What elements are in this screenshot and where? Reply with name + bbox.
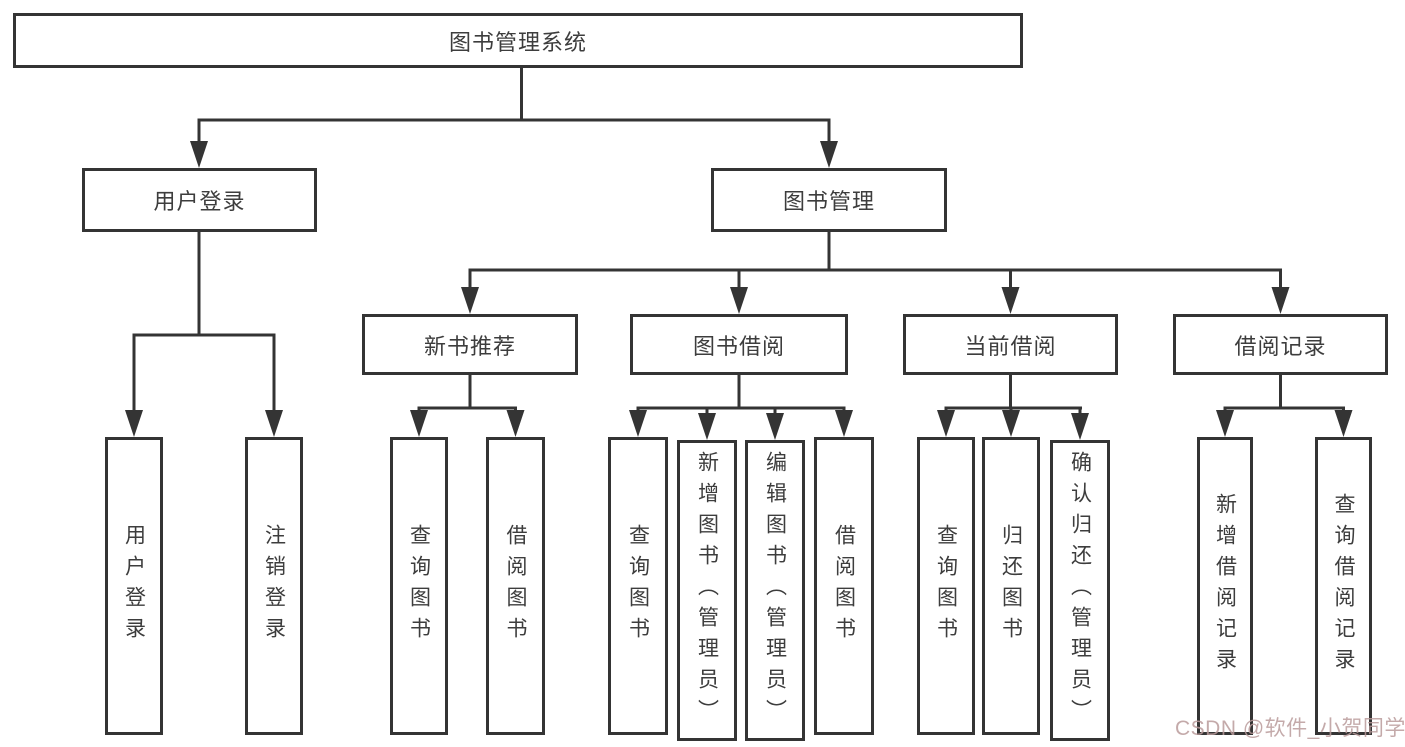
- node-label: 新书推荐: [423, 333, 516, 359]
- node-leaf-edit-book-admin: 编辑图书（管理员）: [745, 440, 805, 741]
- node-leaf-user-login: 用户登录: [105, 437, 163, 735]
- node-label: 查询图书: [407, 524, 431, 648]
- node-label: 当前借阅: [964, 333, 1057, 359]
- node-leaf-add-borrow-record: 新增借阅记录: [1197, 437, 1253, 735]
- node-label: 借阅图书: [832, 524, 856, 648]
- node-label: 注销登录: [262, 524, 286, 648]
- node-label: 编辑图书（管理员）: [763, 451, 787, 730]
- node-leaf-query-book-current: 查询图书: [917, 437, 975, 735]
- node-leaf-query-book-borrow: 查询图书: [608, 437, 668, 735]
- node-label: 借阅图书: [504, 524, 527, 648]
- node-label: 归还图书: [999, 524, 1023, 648]
- node-label: 查询图书: [934, 524, 958, 648]
- node-label: 确认归还（管理员）: [1068, 451, 1092, 730]
- node-book-borrow: 图书借阅: [630, 314, 848, 375]
- node-leaf-query-book-recommend: 查询图书: [390, 437, 448, 735]
- node-label: 查询图书: [626, 524, 650, 648]
- node-label: 图书借阅: [692, 333, 785, 359]
- node-borrow-records: 借阅记录: [1173, 314, 1388, 375]
- node-new-book-recommend: 新书推荐: [362, 314, 578, 375]
- node-leaf-add-book-admin: 新增图书（管理员）: [677, 440, 737, 741]
- node-library-system: 图书管理系统: [13, 13, 1023, 68]
- watermark: CSDN @软件_小贺同学: [1175, 717, 1405, 740]
- node-label: 查询借阅记录: [1332, 493, 1355, 679]
- node-leaf-borrow-book-recommend: 借阅图书: [486, 437, 545, 735]
- node-current-borrow: 当前借阅: [903, 314, 1118, 375]
- node-label: 图书管理系统: [448, 29, 587, 55]
- node-label: 借阅记录: [1234, 333, 1327, 359]
- node-label: 新增图书（管理员）: [695, 451, 719, 730]
- node-leaf-confirm-return-admin: 确认归还（管理员）: [1050, 440, 1110, 741]
- node-leaf-return-book: 归还图书: [982, 437, 1040, 735]
- node-leaf-logout-login: 注销登录: [245, 437, 303, 735]
- node-label: 用户登录: [153, 189, 246, 214]
- node-leaf-borrow-book: 借阅图书: [814, 437, 874, 735]
- node-label: 新增借阅记录: [1213, 493, 1237, 679]
- node-book-management: 图书管理: [711, 168, 947, 232]
- node-leaf-query-borrow-record: 查询借阅记录: [1315, 437, 1372, 735]
- node-label: 图书管理: [782, 189, 875, 214]
- node-label: 用户登录: [122, 524, 146, 648]
- node-user-login: 用户登录: [82, 168, 317, 232]
